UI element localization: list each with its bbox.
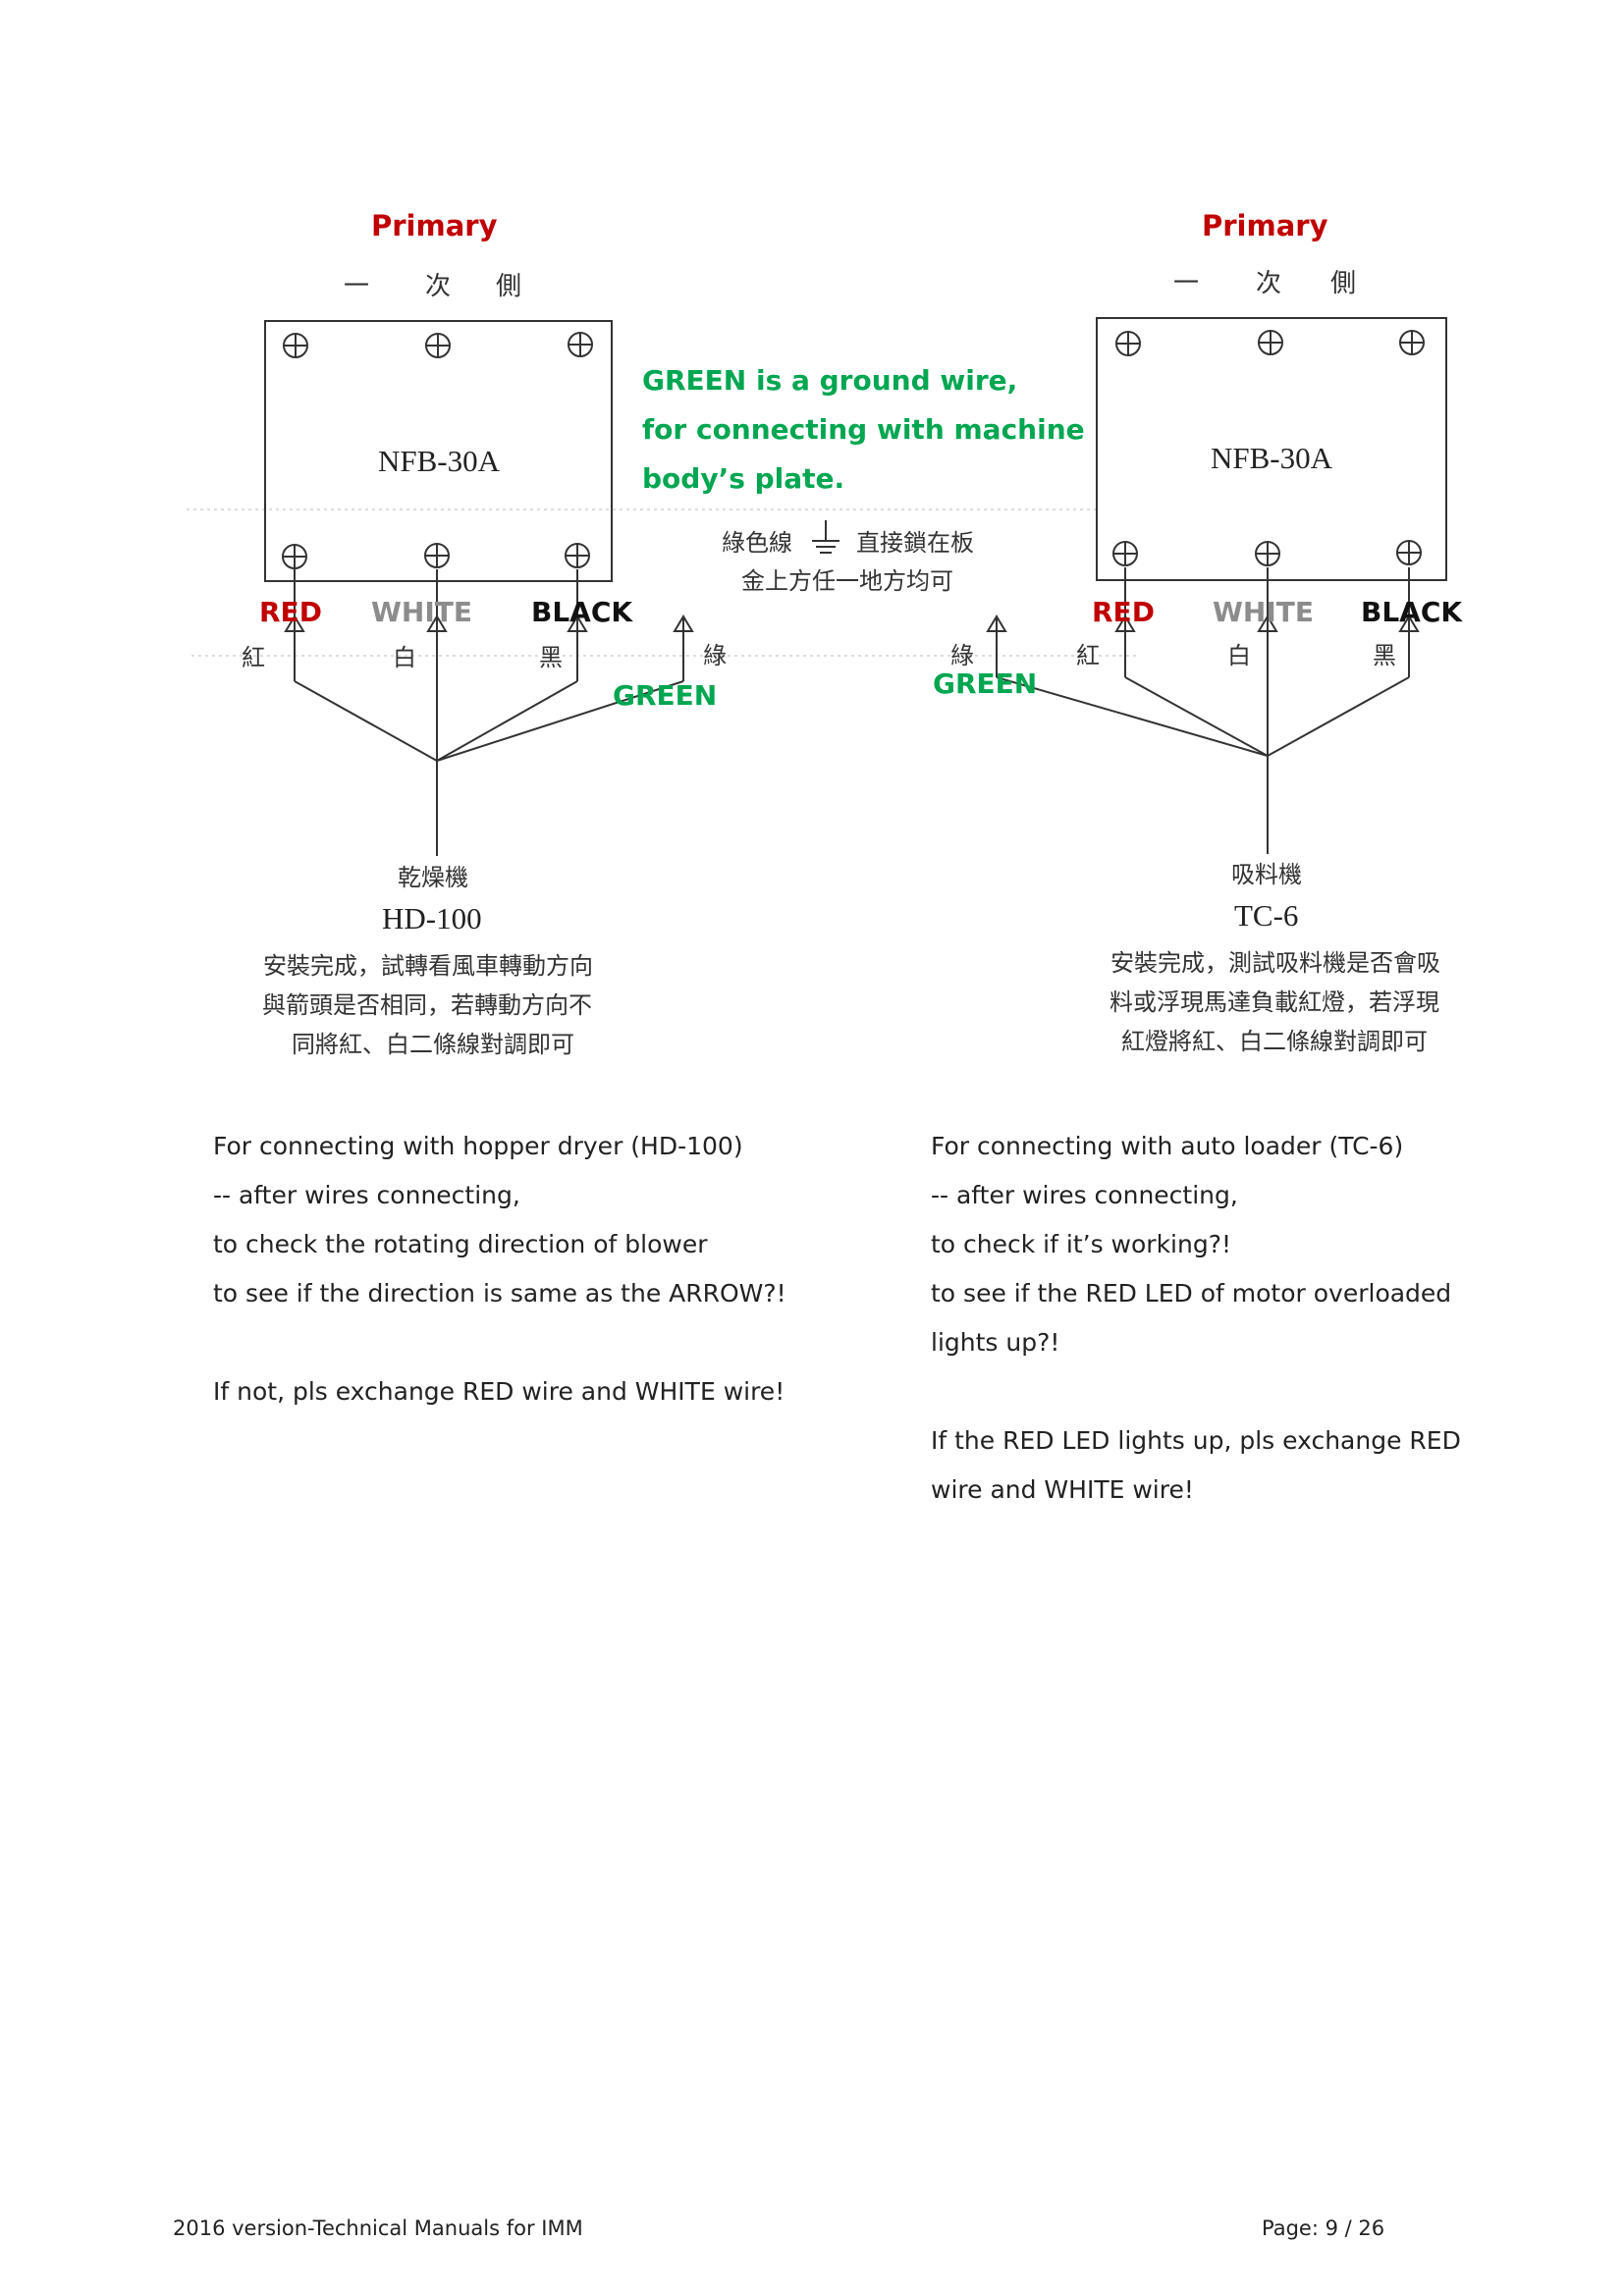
right-text-line: -- after wires connecting, [931, 1181, 1238, 1209]
right-primary-cn-2: 次 [1256, 269, 1281, 298]
right-text-line: lights up?! [931, 1328, 1060, 1357]
left-green-cn: 綠 [703, 642, 727, 669]
left-white-cn: 白 [393, 644, 416, 671]
left-primary-cn-2: 次 [425, 272, 451, 301]
left-instructions: For connecting with hopper dryer (HD-100… [213, 1122, 786, 1416]
terminal-icon [1115, 331, 1141, 356]
left-text-line: to see if the direction is same as the A… [213, 1279, 786, 1308]
right-note-cn-1: 安裝完成，測試吸料機是否會吸 [1110, 949, 1440, 977]
left-note-cn-3: 同將紅、白二條線對調即可 [292, 1031, 574, 1058]
terminal-icon [282, 544, 307, 569]
left-text-line: -- after wires connecting, [213, 1181, 520, 1209]
terminal-icon [1112, 541, 1138, 566]
terminal-icon [425, 333, 451, 358]
right-red-label: RED [1092, 596, 1155, 628]
page-number: Page: 9 / 26 [1262, 2216, 1385, 2240]
left-breaker-box [264, 320, 613, 582]
footer-title: 2016 version-Technical Manuals for IMM [173, 2216, 583, 2240]
terminal-icon [1255, 541, 1280, 566]
right-breaker-box [1096, 317, 1447, 581]
right-device-cn: 吸料機 [1231, 861, 1302, 888]
right-black-cn: 黑 [1373, 642, 1396, 669]
ground-symbol-icon [812, 520, 839, 554]
left-note-cn-2: 與箭頭是否相同，若轉動方向不 [262, 991, 592, 1019]
ground-note-cn-1: 綠色線 [722, 529, 792, 557]
terminal-icon [1399, 330, 1425, 355]
terminal-icon [568, 332, 593, 357]
right-red-cn: 紅 [1076, 642, 1100, 669]
right-text-line: to check if it’s working?! [931, 1230, 1231, 1258]
right-diagram: Primary 一 次 側 NFB-30A RED WHITE BLACK GR… [933, 209, 1463, 1055]
right-device-label: TC-6 [1234, 898, 1298, 933]
left-green-label: GREEN [613, 679, 717, 712]
right-note-cn-2: 料或浮現馬達負載紅燈，若浮現 [1110, 988, 1439, 1016]
terminal-icon [283, 333, 308, 358]
left-black-cn: 黑 [539, 644, 563, 671]
right-green-label: GREEN [933, 667, 1037, 700]
left-breaker-label: NFB-30A [378, 444, 501, 478]
left-black-label: BLACK [531, 596, 633, 628]
left-red-label: RED [259, 596, 322, 628]
ground-note: GREEN is a ground wire, for connecting w… [642, 364, 1085, 595]
right-white-cn: 白 [1227, 642, 1251, 669]
right-primary-cn-1: 一 [1173, 269, 1199, 298]
ground-note-cn-2: 直接鎖在板 [856, 529, 974, 557]
right-closing-text: If the RED LED lights up, pls exchange R… [931, 1426, 1461, 1455]
terminal-icon [1396, 540, 1422, 565]
right-green-cn: 綠 [950, 642, 974, 669]
right-instructions: For connecting with auto loader (TC-6) -… [931, 1122, 1461, 1515]
right-breaker-label: NFB-30A [1211, 441, 1333, 475]
right-primary-label: Primary [1202, 209, 1328, 242]
right-primary-cn-3: 側 [1330, 269, 1356, 298]
green-note-line-3: body’s plate. [642, 462, 844, 495]
terminal-icon [1258, 330, 1283, 355]
left-device-label: HD-100 [382, 901, 482, 935]
ground-note-cn-3: 金上方任一地方均可 [741, 567, 953, 595]
right-white-label: WHITE [1213, 596, 1314, 628]
wiring-diagram: Primary 一 次 側 NFB-30A RED WHITE BLACK G [187, 209, 1463, 1058]
right-black-label: BLACK [1361, 596, 1463, 628]
green-note-line-1: GREEN is a ground wire, [642, 364, 1017, 397]
green-note-line-2: for connecting with machine [642, 413, 1085, 446]
left-text-line: to check the rotating direction of blowe… [213, 1230, 708, 1258]
terminal-icon [565, 543, 590, 568]
left-device-cn: 乾燥機 [398, 864, 468, 891]
terminal-icon [424, 543, 450, 568]
right-text-line: to see if the RED LED of motor overloade… [931, 1279, 1452, 1308]
right-closing-text: wire and WHITE wire! [931, 1475, 1194, 1504]
left-primary-label: Primary [371, 209, 498, 242]
left-text-line: For connecting with hopper dryer (HD-100… [213, 1132, 743, 1160]
left-diagram: Primary 一 次 側 NFB-30A RED WHITE BLACK G [242, 209, 727, 1058]
left-red-cn: 紅 [242, 644, 265, 671]
right-note-cn-3: 紅燈將紅、白二條線對調即可 [1121, 1028, 1428, 1055]
left-primary-cn-1: 一 [344, 272, 369, 301]
left-primary-cn-3: 側 [496, 272, 521, 301]
left-white-label: WHITE [371, 596, 472, 628]
right-text-line: For connecting with auto loader (TC-6) [931, 1132, 1404, 1160]
left-note-cn-1: 安裝完成，試轉看風車轉動方向 [263, 952, 593, 980]
left-closing-text: If not, pls exchange RED wire and WHITE … [213, 1377, 785, 1406]
